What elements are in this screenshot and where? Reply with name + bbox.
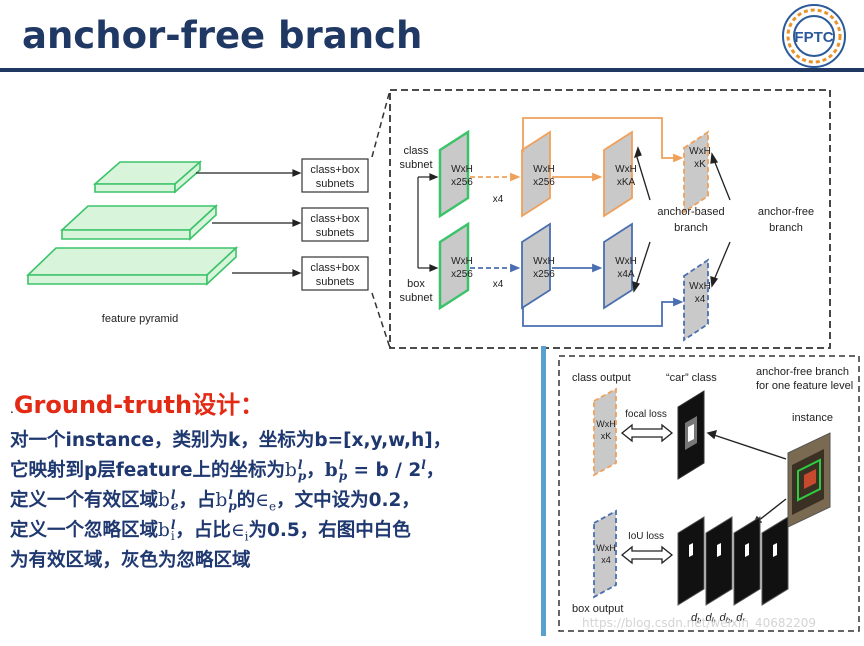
- tensor-label: x256: [533, 177, 555, 188]
- tensor-label: WxH: [615, 256, 637, 267]
- tensor-label: x4A: [617, 269, 635, 280]
- branch-arrows: [632, 146, 731, 293]
- class-input-tensor: [438, 129, 470, 219]
- subnet-label: subnets: [316, 227, 355, 239]
- subnet-label: class+box: [310, 213, 360, 225]
- class-subnet-label: class: [403, 145, 429, 157]
- header-label: anchor-free branch: [756, 366, 849, 378]
- slide-title: anchor-free branch: [22, 14, 423, 57]
- pyramid-arrows: [196, 169, 302, 277]
- zoom-line: [371, 89, 391, 158]
- tensor-label: xKA: [617, 177, 636, 188]
- tensor-label: WxH: [689, 281, 711, 292]
- branch-enclosure: [389, 89, 831, 349]
- vertical-divider: [541, 346, 546, 636]
- tensor-label: x256: [533, 269, 555, 280]
- repeat-label: x4: [493, 194, 504, 205]
- tensor-label: WxH: [596, 419, 616, 429]
- text-line-1: 对一个instance，类别为k，坐标为b=[x,y,w,h]，: [10, 430, 452, 451]
- class-branch-path: [470, 117, 709, 218]
- class-subnet-label: subnet: [399, 159, 432, 171]
- box-subnet-label: box: [407, 278, 425, 290]
- tensor-label: x256: [451, 177, 473, 188]
- class-output-tensor: [593, 387, 617, 477]
- anchor-free-label: branch: [769, 222, 803, 234]
- tensor-label: xK: [601, 431, 612, 441]
- box-output-tensor: [593, 509, 617, 599]
- tensor-label: WxH: [451, 164, 473, 175]
- split-lines: [417, 173, 439, 272]
- tensor-label: xK: [694, 159, 706, 170]
- car-class-label: “car” class: [666, 372, 717, 384]
- subnet-boxes: [301, 158, 369, 291]
- tensor-label: x4: [601, 555, 611, 565]
- title-rule: [0, 68, 864, 72]
- subnet-label: class+box: [310, 262, 360, 274]
- tensor-label: WxH: [533, 164, 555, 175]
- tensor-label: WxH: [533, 256, 555, 267]
- anchor-free-label: anchor-free: [758, 206, 814, 218]
- instance-label: instance: [792, 412, 833, 424]
- box-regression-highlights: [689, 543, 777, 557]
- box-subnet-label: subnet: [399, 292, 432, 304]
- subnet-label: subnets: [316, 276, 355, 288]
- watermark: https://blog.csdn.net/weixin_40682209: [582, 616, 817, 630]
- focal-loss-label: focal loss: [625, 409, 667, 420]
- focal-loss-arrow: [620, 423, 674, 443]
- section-heading: .Ground-truth设计：: [10, 391, 265, 419]
- anchor-based-label: branch: [674, 222, 708, 234]
- anchor-free-architecture-diagram: feature pyramid class+box subnets class+…: [26, 89, 831, 349]
- iou-loss-arrow: [620, 545, 674, 565]
- ground-truth-diagram: class output “car” class anchor-free bra…: [558, 355, 860, 632]
- subnet-label: subnets: [316, 178, 355, 190]
- box-input-tensor: [438, 221, 470, 311]
- tensor-label: WxH: [615, 164, 637, 175]
- tensor-label: WxH: [451, 256, 473, 267]
- feature-pyramid: [26, 160, 239, 286]
- tensor-label: x256: [451, 269, 473, 280]
- tensor-label: x4: [695, 294, 706, 305]
- pyramid-caption: feature pyramid: [102, 313, 178, 325]
- box-output-label: box output: [572, 603, 623, 615]
- box-branch-path: [470, 222, 709, 342]
- zoom-line: [371, 292, 391, 349]
- tensor-label: WxH: [689, 146, 711, 157]
- iou-loss-label: IoU loss: [628, 531, 664, 542]
- car-class-heatmap: [677, 390, 705, 480]
- text-line-5: 为有效区域，灰色为忽略区域: [10, 550, 251, 571]
- header-label: for one feature level: [756, 380, 853, 392]
- distances-label: dt, dl, db, dr: [691, 612, 745, 625]
- logo-text: FPTC: [794, 29, 833, 46]
- tensor-label: WxH: [596, 543, 616, 553]
- anchor-based-label: anchor-based: [657, 206, 724, 218]
- ground-truth-text: .Ground-truth设计： 对一个instance，类别为k，坐标为b=[…: [10, 385, 545, 576]
- repeat-label: x4: [493, 279, 504, 290]
- box-regression-maps: [677, 516, 789, 606]
- class-output-label: class output: [572, 372, 631, 384]
- logo: FPTC: [782, 4, 846, 68]
- subnet-label: class+box: [310, 164, 360, 176]
- instance-image: [787, 432, 831, 528]
